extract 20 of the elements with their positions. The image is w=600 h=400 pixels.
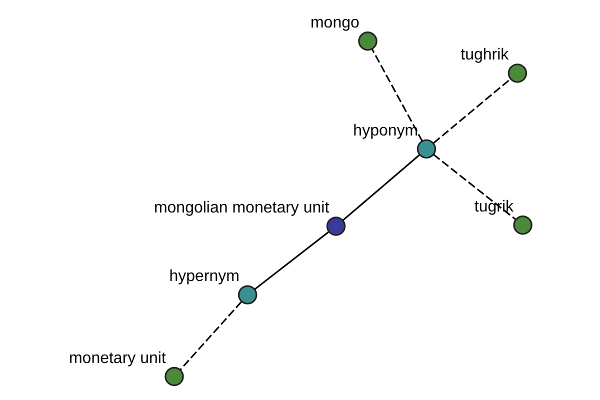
node-circle (507, 64, 527, 83)
connector (432, 78, 511, 144)
connector (254, 231, 328, 290)
connector (342, 154, 420, 221)
node-label: tughrik (460, 46, 508, 64)
node-label: tugrik (474, 198, 514, 216)
node-circle (358, 32, 377, 51)
node-label: monetary unit (68, 350, 166, 367)
node-circle (164, 366, 184, 386)
connector (179, 301, 242, 370)
node-circle (512, 216, 532, 235)
node-label: hypernym (168, 268, 239, 286)
node-circle (326, 216, 346, 236)
node-circle (416, 139, 436, 159)
connector (432, 154, 516, 220)
connector (371, 49, 422, 142)
node-label: mongo (310, 14, 359, 32)
node-label: mongolian monetary unit (153, 200, 329, 217)
node-circle (238, 285, 257, 304)
node-label: hyponym (352, 122, 418, 140)
